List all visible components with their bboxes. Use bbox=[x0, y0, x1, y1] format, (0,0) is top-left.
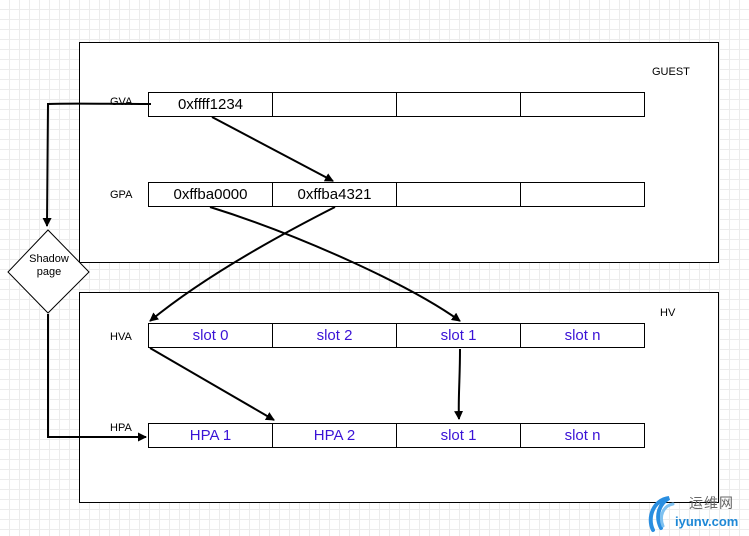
gpa-cell-3 bbox=[520, 182, 645, 207]
hva-cell-1: slot 2 bbox=[272, 323, 397, 348]
gpa1-to-hva-slot0-arrow bbox=[149, 206, 336, 322]
gva-cell-1 bbox=[272, 92, 397, 117]
hva-cell-3: slot n bbox=[520, 323, 645, 348]
hpa-cell-1: HPA 2 bbox=[272, 423, 397, 448]
hva-slot0-to-hpa2-arrow bbox=[149, 347, 275, 421]
shadow-page-label: Shadow page bbox=[18, 253, 80, 279]
gpa-label: GPA bbox=[110, 189, 133, 201]
hpa-cell-0: HPA 1 bbox=[148, 423, 273, 448]
shadow-page-line1: Shadow bbox=[29, 253, 69, 265]
gpa-row: 0xffba0000 0xffba4321 bbox=[148, 182, 645, 207]
gva-cell-3 bbox=[520, 92, 645, 117]
hva-cell-0: slot 0 bbox=[148, 323, 273, 348]
gva-to-shadow-arrow bbox=[42, 102, 152, 227]
gpa-cell-0: 0xffba0000 bbox=[148, 182, 273, 207]
gva-to-gpa-arrow bbox=[211, 116, 334, 182]
watermark-bottom-text: iyunv.com bbox=[675, 514, 739, 529]
gpa-cell-2 bbox=[396, 182, 521, 207]
hpa-cell-3: slot n bbox=[520, 423, 645, 448]
shadow-page-diamond bbox=[7, 229, 90, 314]
hv-title: HV bbox=[660, 307, 676, 319]
hva-row: slot 0 slot 2 slot 1 slot n bbox=[148, 323, 645, 348]
gpa0-to-hva-slot1-arrow bbox=[209, 206, 461, 322]
hva-slot1-to-hpa-slot1-arrow bbox=[454, 348, 464, 420]
shadow-page-line2: page bbox=[36, 266, 62, 278]
gva-cell-2 bbox=[396, 92, 521, 117]
gva-label: GVA bbox=[110, 96, 133, 108]
watermark-top-text: 运维网 bbox=[689, 495, 734, 511]
watermark-logo-icon bbox=[648, 496, 675, 532]
shadow-to-hpa-arrow bbox=[47, 314, 147, 442]
hpa-row: HPA 1 HPA 2 slot 1 slot n bbox=[148, 423, 645, 448]
guest-box bbox=[79, 42, 719, 263]
guest-title: GUEST bbox=[652, 66, 690, 78]
watermark: 运维网 iyunv.com bbox=[645, 490, 749, 536]
hva-cell-2: slot 1 bbox=[396, 323, 521, 348]
hpa-label: HPA bbox=[110, 422, 132, 434]
hpa-cell-2: slot 1 bbox=[396, 423, 521, 448]
hva-label: HVA bbox=[110, 331, 132, 343]
